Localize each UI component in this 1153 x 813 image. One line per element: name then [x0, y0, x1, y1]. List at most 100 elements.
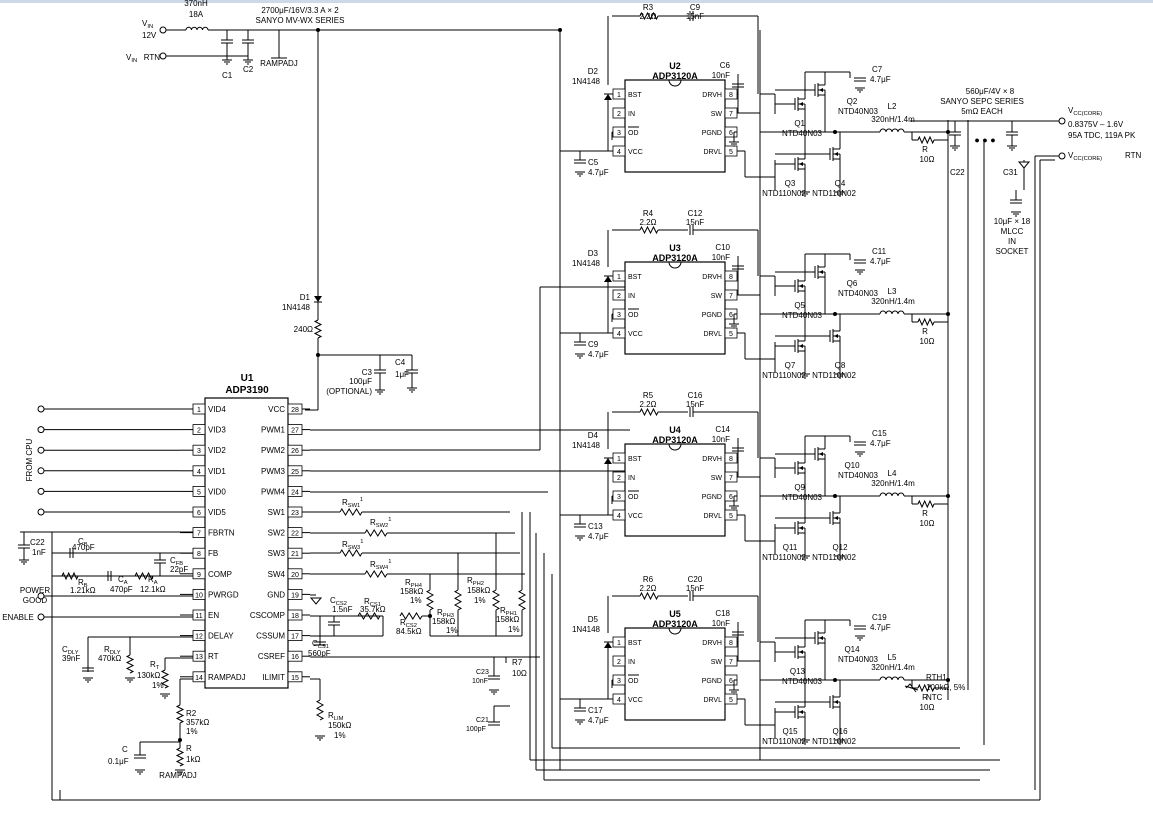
terminal — [37, 592, 45, 600]
high-side-mosfet-b — [814, 626, 826, 650]
ground-symbol — [135, 769, 145, 775]
high-side-mosfet-a — [794, 274, 806, 298]
c1-label: C1 — [222, 71, 233, 80]
driver-pin-drvl: DRVL — [703, 513, 722, 520]
vin-rtn-suffix: RTN — [144, 53, 161, 62]
ground-symbol — [800, 555, 810, 561]
qh2-part: NTD40N03 — [838, 655, 879, 664]
bootstrap-diode-part: 1N4148 — [572, 77, 601, 86]
ground-symbol — [575, 353, 585, 359]
terminal — [37, 467, 45, 475]
d1-part: 1N4148 — [282, 303, 311, 312]
rsw4-label: RSW41 — [370, 559, 391, 571]
u1-pin-name-vid1: VID1 — [208, 467, 226, 476]
rt-tol: 1% — [152, 681, 164, 690]
power-good-label: POWER — [20, 586, 50, 595]
u1-pin-number: 6 — [197, 510, 201, 517]
driver-chip-u3 — [624, 261, 726, 355]
cs-value: 15nF — [686, 584, 704, 593]
ground-symbol — [729, 141, 739, 147]
driver-part: ADP3120A — [652, 253, 698, 263]
u1-pin-number: 27 — [291, 428, 299, 435]
mlcc-type: MLCC — [1001, 227, 1024, 236]
u1-pin-name-cssum: CSSUM — [256, 632, 285, 641]
u1-pin-name-vid4: VID4 — [208, 405, 226, 414]
high-side-mosfet-a — [794, 640, 806, 664]
driver-pin-number: 2 — [617, 475, 621, 482]
u1-pin-name-delay: DELAY — [208, 632, 234, 641]
rsw1-res — [339, 508, 363, 516]
u1-pin-name-sw1: SW1 — [268, 508, 286, 517]
u1-pin-name-csref: CSREF — [258, 652, 285, 661]
rsw2-res — [364, 529, 388, 537]
rth1-value: 100kΩ, 5% — [926, 683, 965, 692]
bootstrap-diode-part: 1N4148 — [572, 259, 601, 268]
rt-value: 130kΩ — [137, 671, 160, 680]
high-side-mosfet-b — [814, 260, 826, 284]
top-cap — [854, 625, 866, 630]
driver-pin-in: IN — [628, 659, 635, 666]
window-edge — [0, 0, 1153, 3]
rcs1-label: RCS1 — [364, 597, 381, 608]
terminal — [37, 508, 45, 516]
driver-pin-number: 1 — [617, 92, 621, 99]
ql2-part: NTD110N02 — [812, 371, 856, 380]
ccs2-label: CCS2 — [330, 596, 347, 607]
u1-pin-name-rt: RT — [208, 652, 219, 661]
ground-symbol — [835, 373, 845, 379]
driver-pin-drvh: DRVH — [702, 92, 722, 99]
ql1-label: Q11 — [783, 543, 798, 552]
sense-r-label: R — [922, 145, 928, 154]
driver-pin-vcc: VCC — [628, 697, 643, 704]
ql2-label: Q8 — [835, 361, 846, 370]
ground-symbol — [243, 59, 253, 65]
ra-label: RA — [148, 575, 158, 586]
u1-pin-number: 22 — [291, 531, 299, 538]
u1-pin-name-pwm2: PWM2 — [261, 446, 286, 455]
ql2-part: NTD110N02 — [812, 553, 856, 562]
driver-pin-number: 8 — [729, 640, 733, 647]
sense-r-value: 10Ω — [920, 155, 935, 164]
snubber-r — [639, 225, 659, 235]
u1-pin-number: 5 — [197, 489, 201, 496]
terminal — [1058, 117, 1066, 125]
rph2-label: RPH2 — [467, 576, 484, 587]
u1-pin-name-vid3: VID3 — [208, 426, 226, 435]
inductor-label: L4 — [888, 469, 897, 478]
rsw3-label: RSW31 — [342, 539, 363, 551]
qh2-label: Q6 — [847, 279, 858, 288]
vcc-cap-value: 4.7μF — [588, 168, 609, 177]
c-rampadj-value: 0.1μF — [108, 757, 129, 766]
inductor-value: 320nH/1.4m — [871, 297, 915, 306]
top-cap-label: C11 — [872, 247, 887, 256]
low-side-mosfet-a — [794, 700, 806, 724]
qh1-part: NTD40N03 — [782, 493, 823, 502]
u1-pin-name-pwm4: PWM4 — [261, 487, 286, 496]
mlcc-count: 10μF × 18 — [994, 217, 1031, 226]
output-inductor — [879, 128, 905, 133]
rph4-tol: 1% — [410, 596, 422, 605]
u1-pin-name-vid5: VID5 — [208, 508, 226, 517]
chip-notch — [668, 261, 682, 269]
ql2-label: Q4 — [835, 179, 846, 188]
ground-symbol — [1007, 145, 1017, 151]
ground-symbol — [160, 693, 170, 699]
sense-r-value: 10Ω — [920, 519, 935, 528]
r2-label: R2 — [186, 709, 197, 718]
c22-value: 1nF — [32, 548, 46, 557]
driver-ref: U2 — [669, 61, 681, 71]
driver-ref: U5 — [669, 609, 681, 619]
u1-pin-number: 4 — [197, 469, 201, 476]
top-cap-value: 4.7μF — [870, 623, 891, 632]
rs-value: 2.2Ω — [639, 584, 656, 593]
ground-symbol — [835, 739, 845, 745]
sense-r-value: 10Ω — [920, 337, 935, 346]
u1-pin-name-vid2: VID2 — [208, 446, 226, 455]
ground-symbol — [800, 739, 810, 745]
rlim-label: RLIM — [328, 711, 344, 722]
vcc-cap-value: 4.7μF — [588, 350, 609, 359]
cfb-cap — [154, 559, 166, 564]
low-side-mosfet-b — [829, 324, 841, 348]
rb-res — [61, 571, 79, 581]
c22-out-label: C22 — [950, 168, 965, 177]
